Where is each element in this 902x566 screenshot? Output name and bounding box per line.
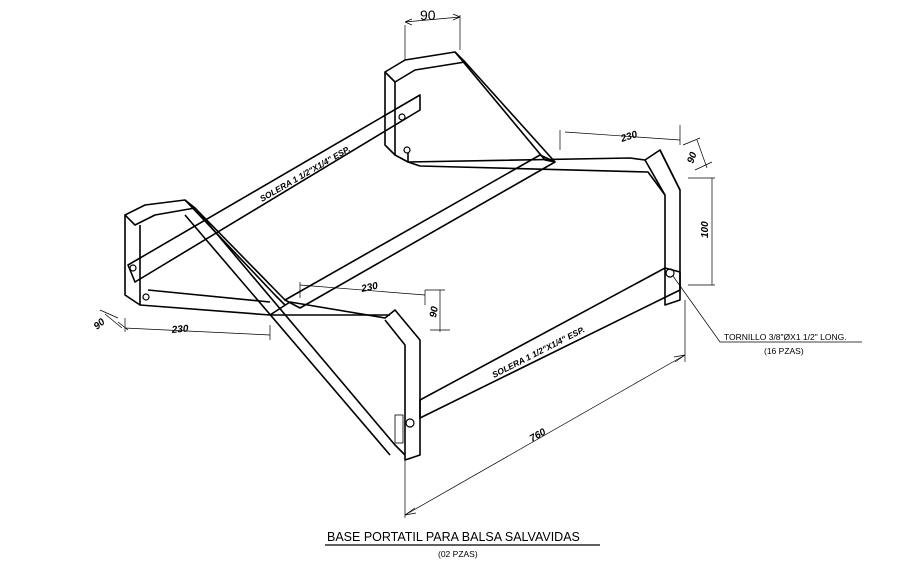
dim-length: 760 xyxy=(528,427,548,445)
back-right-frame xyxy=(407,149,681,306)
bolt-callout-qty: (16 PZAS) xyxy=(764,346,804,356)
drawing-title: BASE PORTATIL PARA BALSA SALVAVIDAS xyxy=(327,530,580,544)
left-frame xyxy=(124,199,390,316)
cross-members xyxy=(184,154,556,461)
dim-left-width: 90 xyxy=(92,316,108,332)
dim-center-depth: 230 xyxy=(359,281,379,296)
solera-label-front: SOLERA 1 1/2"X1/4" ESP. xyxy=(490,324,586,379)
dimension-lines xyxy=(99,13,862,518)
dim-center-width: 90 xyxy=(428,305,441,318)
drawing-subtitle: (02 PZAS) xyxy=(438,549,478,559)
dim-top-width: 90 xyxy=(420,7,436,23)
dim-right-width: 90 xyxy=(685,150,699,165)
top-solera-bar xyxy=(127,94,421,283)
back-left-frame xyxy=(384,51,556,163)
front-solera-bar xyxy=(394,267,681,444)
solera-label-top: SOLERA 1 1/2"X1/4" ESP. xyxy=(258,144,352,204)
dim-right-depth: 230 xyxy=(619,129,640,145)
dim-left-depth: 230 xyxy=(170,324,189,337)
dim-right-height: 100 xyxy=(700,221,711,238)
bolt-callout-spec: TORNILLO 3/8"ØX1 1/2" LONG. xyxy=(724,332,847,342)
